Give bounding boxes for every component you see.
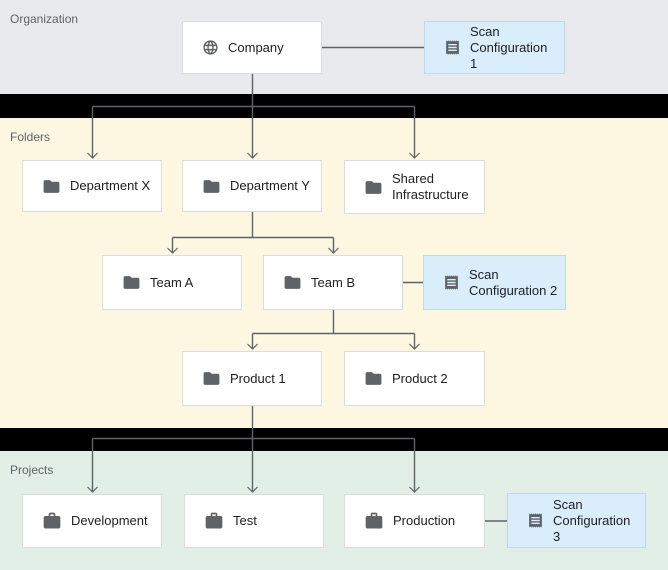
node-label: Department X (70, 178, 151, 193)
node-scan-config-3: Scan Configuration 3 (507, 493, 646, 548)
node-label: Scan Configuration 1 (470, 23, 548, 71)
node-label: Scan Configuration 2 (469, 266, 558, 298)
folder-icon (202, 177, 221, 196)
node-team-a: Team A (102, 255, 242, 310)
node-shared-infrastructure: Shared Infrastructure (344, 160, 485, 214)
node-label: Product 1 (230, 370, 286, 386)
folder-icon (364, 178, 383, 197)
section-label-folders: Folders (10, 130, 51, 144)
node-label: Shared Infrastructure (392, 171, 469, 202)
node-team-b: Team B (263, 255, 403, 310)
node-scan-config-2: Scan Configuration 2 (423, 255, 566, 310)
briefcase-icon (364, 511, 384, 531)
node-product-1: Product 1 (182, 351, 322, 406)
globe-icon (202, 39, 219, 56)
node-department-x: Department X (22, 160, 162, 212)
section-organization: Organization (0, 0, 668, 94)
section-label-projects: Projects (10, 463, 54, 477)
node-label: Test (233, 513, 257, 528)
briefcase-icon (42, 511, 62, 531)
folder-icon (122, 273, 141, 292)
folder-icon (42, 177, 61, 196)
section-label-organization: Organization (10, 12, 79, 26)
node-label: Development (71, 513, 148, 528)
node-department-y: Department Y (182, 160, 322, 212)
receipt-icon (444, 39, 461, 56)
node-production: Production (344, 494, 485, 548)
node-test: Test (184, 494, 324, 548)
divider-band-bottom (0, 428, 668, 451)
divider-band-top (0, 94, 668, 118)
node-label: Department Y (230, 178, 310, 193)
node-label: Production (393, 513, 456, 528)
folder-icon (283, 273, 302, 292)
node-label: Product 2 (392, 370, 448, 386)
receipt-icon (443, 274, 460, 291)
node-scan-config-1: Scan Configuration 1 (424, 21, 565, 74)
receipt-icon (527, 512, 544, 529)
node-label: Team B (311, 274, 356, 290)
folder-icon (202, 369, 221, 388)
briefcase-icon (204, 511, 224, 531)
node-company: Company (182, 21, 322, 74)
node-label: Company (228, 39, 284, 55)
node-development: Development (22, 494, 162, 548)
node-label: Scan Configuration 3 (553, 496, 631, 544)
node-product-2: Product 2 (344, 351, 485, 406)
node-label: Team A (150, 274, 194, 290)
folder-icon (364, 369, 383, 388)
